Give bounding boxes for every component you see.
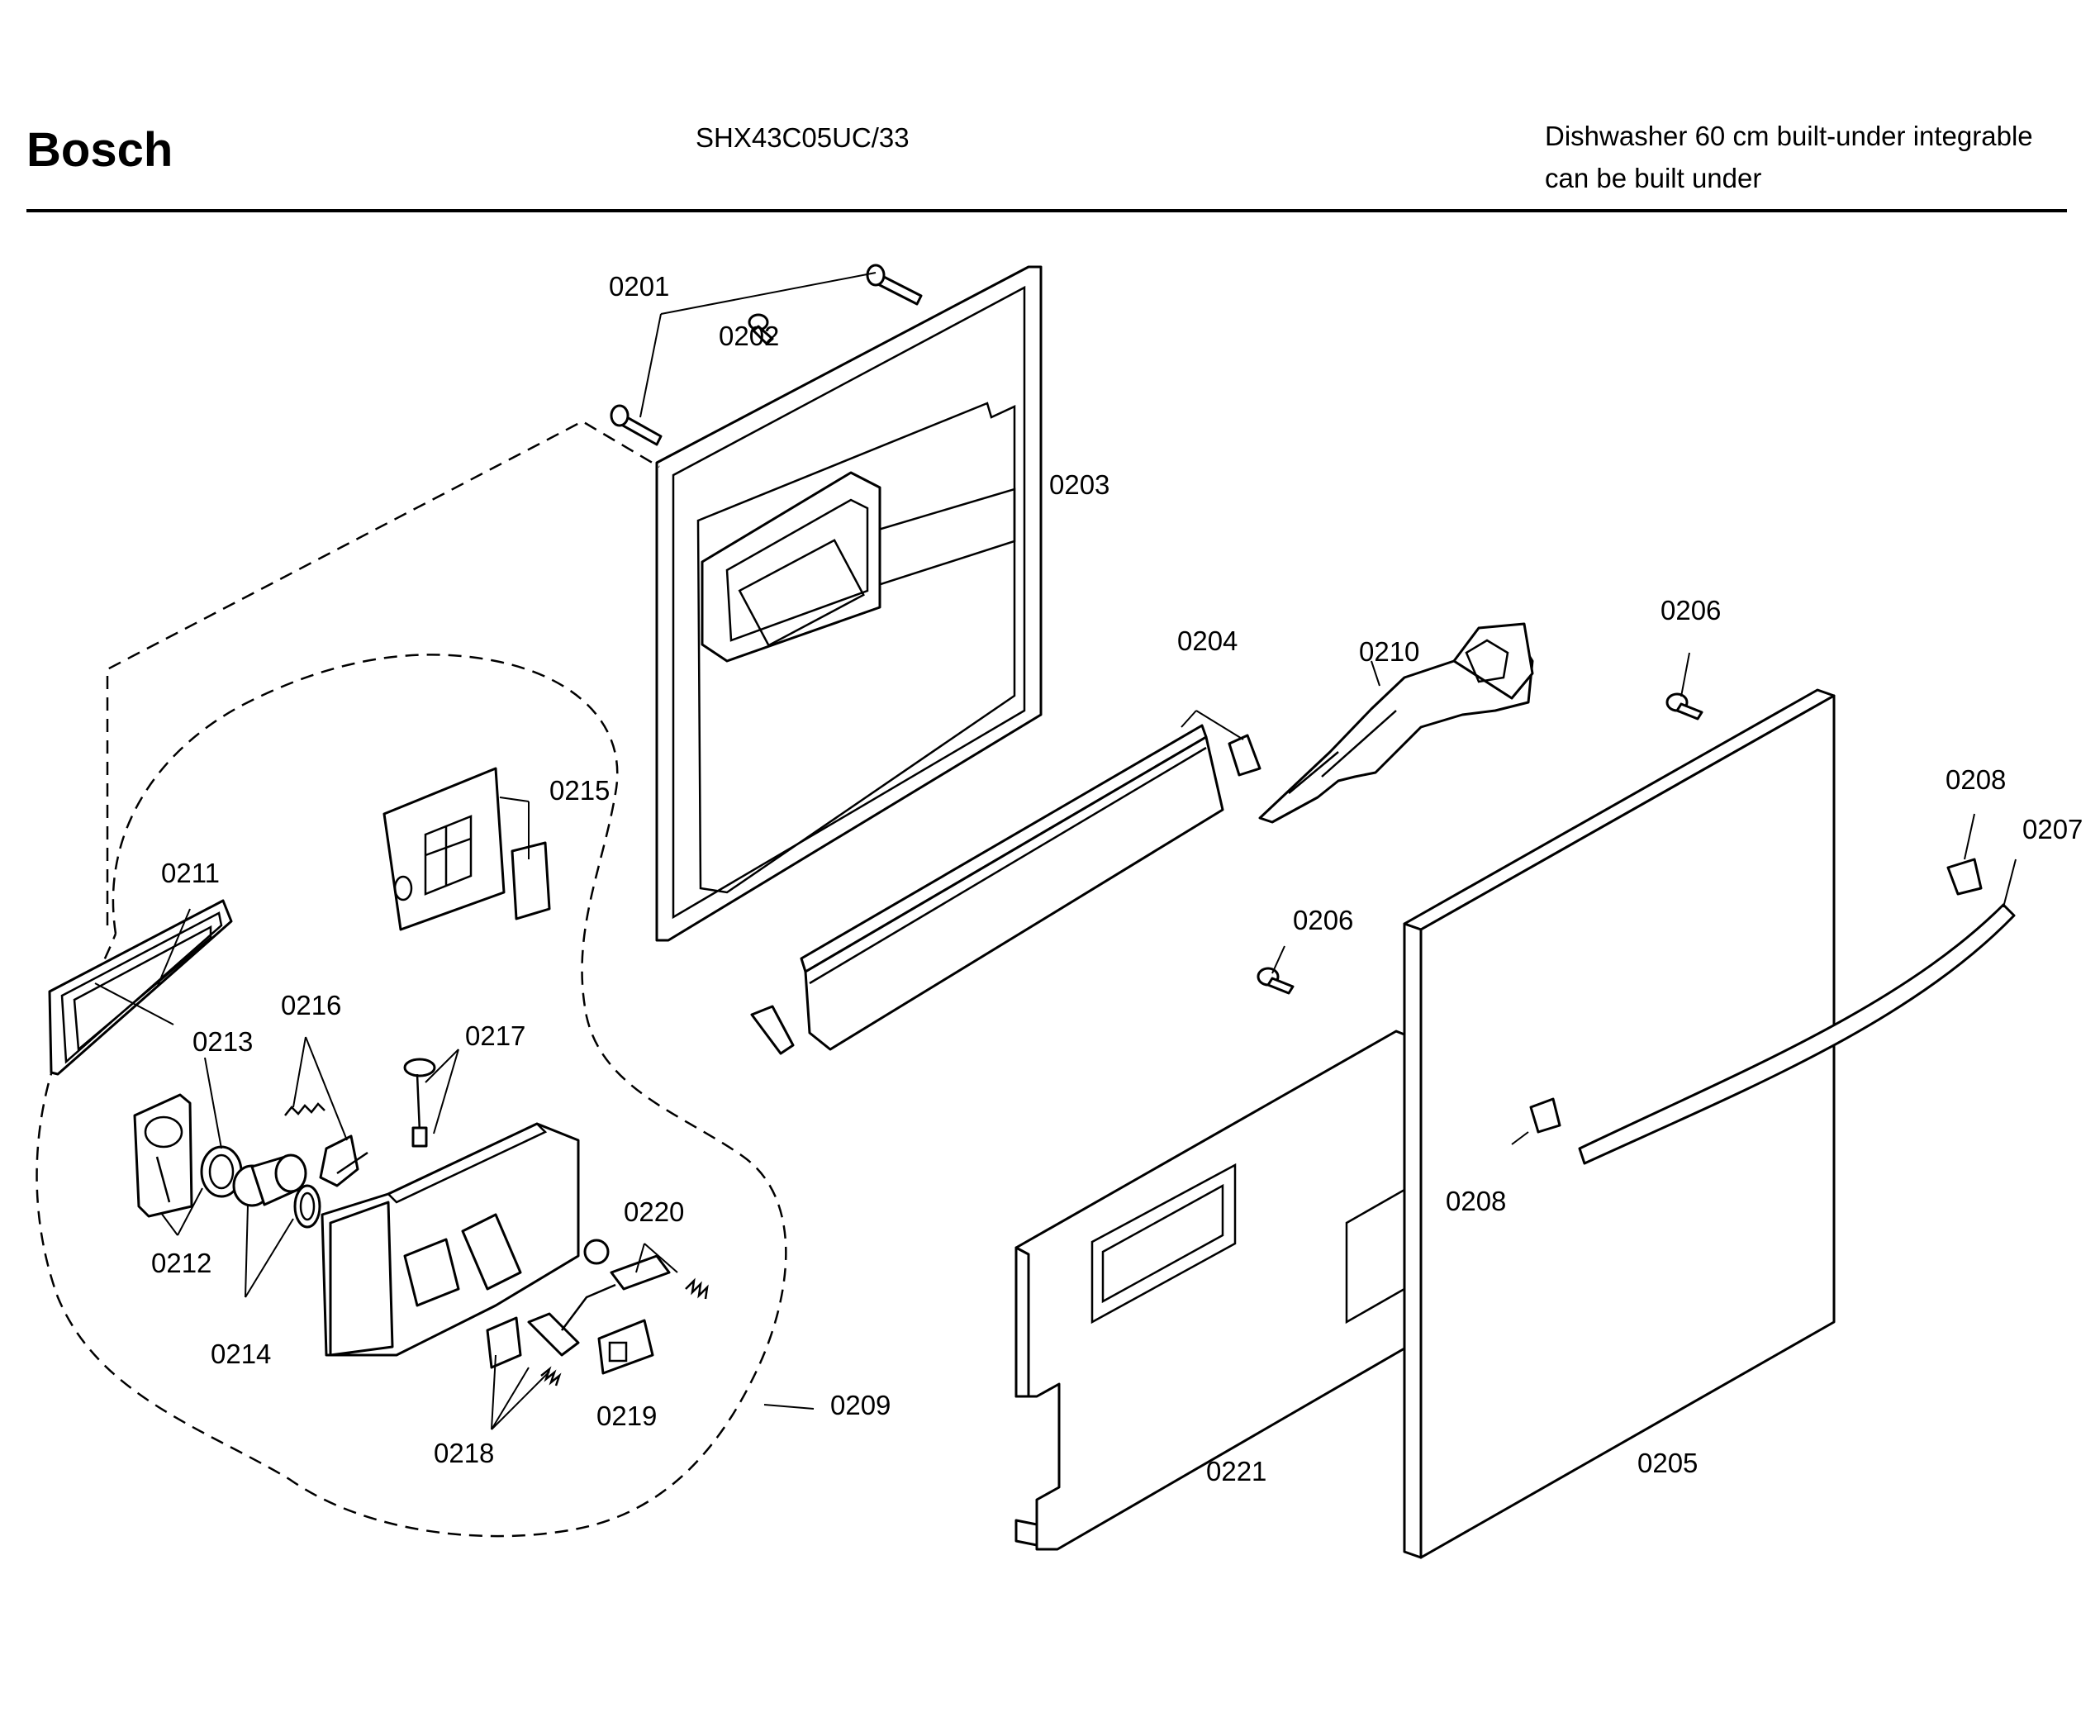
label-0214: 0214 <box>211 1339 271 1369</box>
label-0202: 0202 <box>719 321 779 351</box>
label-0203: 0203 <box>1049 469 1109 500</box>
label-0201: 0201 <box>609 271 669 302</box>
front-panel-0205 <box>1403 688 1836 1559</box>
leader-lines <box>94 272 2017 1430</box>
product-description-line2: can be built under <box>1545 163 1762 193</box>
label-0208-upper: 0208 <box>1946 764 2006 795</box>
label-0218: 0218 <box>434 1438 494 1468</box>
label-0219: 0219 <box>596 1401 657 1431</box>
dispenser-body <box>321 1122 580 1357</box>
pin-0217 <box>403 1058 436 1148</box>
inner-door-panel-0203 <box>655 265 1043 942</box>
assembly-boundary-0209 <box>36 420 787 1538</box>
switch-0219 <box>597 1319 654 1375</box>
label-0220: 0220 <box>624 1196 684 1227</box>
label-0216: 0216 <box>281 990 341 1020</box>
model-number: SHX43C05UC/33 <box>696 122 910 153</box>
label-0221: 0221 <box>1206 1456 1266 1486</box>
label-0206-upper: 0206 <box>1661 595 1721 625</box>
label-0208-lower: 0208 <box>1446 1186 1506 1216</box>
label-0217: 0217 <box>465 1020 525 1051</box>
lever-0218 <box>486 1312 580 1386</box>
handle-cap-0208 <box>1529 858 1983 1134</box>
label-0212: 0212 <box>151 1248 211 1278</box>
label-0211: 0211 <box>161 858 220 888</box>
bracket-0210 <box>1258 622 1534 824</box>
label-0205: 0205 <box>1637 1448 1698 1478</box>
dispenser-cover-0215 <box>382 767 551 931</box>
label-0204: 0204 <box>1177 625 1238 656</box>
panel-insert-0221 <box>1014 1030 1406 1551</box>
screw-0206 <box>1257 692 1703 995</box>
label-0206-lower: 0206 <box>1293 905 1353 935</box>
handle-0207 <box>1578 903 2016 1165</box>
brand-name: Bosch <box>26 123 173 177</box>
screw-0201 <box>610 264 923 446</box>
screw-0202 <box>748 313 774 345</box>
lever-0220 <box>561 1239 709 1331</box>
label-0210: 0210 <box>1359 636 1419 667</box>
header-rule <box>26 209 2067 212</box>
label-0207: 0207 <box>2022 814 2083 844</box>
label-0213: 0213 <box>192 1026 253 1057</box>
label-0215: 0215 <box>549 775 610 806</box>
gasket-0211 <box>48 899 233 1076</box>
label-0209: 0209 <box>830 1390 891 1420</box>
valve-0214 <box>232 1153 321 1229</box>
trim-strip-0204 <box>750 724 1261 1055</box>
rinse-aid-cap-0212 <box>133 1093 193 1218</box>
product-description-line1: Dishwasher 60 cm built-under integrable <box>1545 121 2033 151</box>
